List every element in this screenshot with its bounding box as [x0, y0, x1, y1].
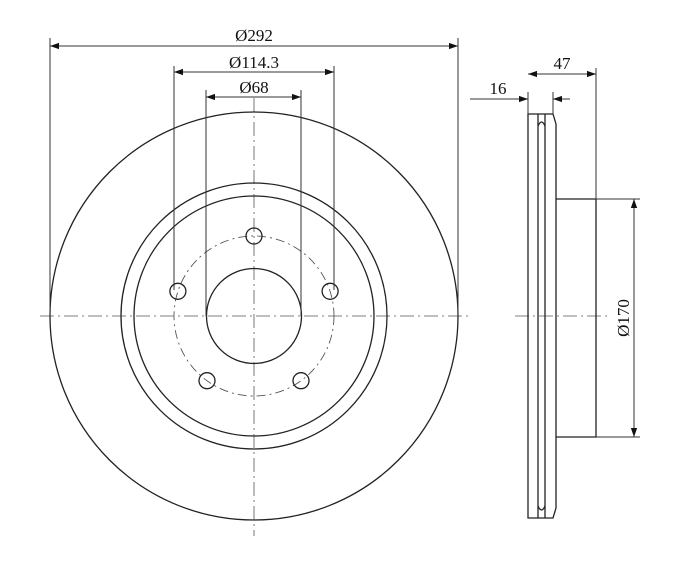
- label-height: 47: [554, 54, 572, 73]
- hat-inner-edge: [133, 195, 375, 437]
- bolt-circle: [173, 235, 335, 397]
- bolt-hole: [169, 282, 187, 300]
- vent-cap-top: [537, 121, 546, 127]
- hat-section: [556, 198, 597, 438]
- hat-outer-edge: [120, 182, 388, 450]
- bolt-holes: [169, 227, 339, 390]
- label-center-bore: Ø68: [239, 78, 268, 97]
- bolt-hole: [245, 227, 263, 245]
- label-thickness: 16: [490, 79, 507, 98]
- bolt-hole: [292, 372, 310, 390]
- side-view: 16 47 Ø170: [470, 54, 640, 519]
- label-outer-diameter: Ø292: [235, 26, 273, 45]
- front-view: Ø292 Ø114.3 Ø68: [40, 26, 470, 536]
- bolt-hole: [198, 372, 216, 390]
- label-bolt-circle: Ø114.3: [229, 53, 279, 72]
- vent-cap-bottom: [537, 505, 546, 511]
- label-hat-diameter: Ø170: [614, 299, 633, 337]
- bolt-hole: [321, 282, 339, 300]
